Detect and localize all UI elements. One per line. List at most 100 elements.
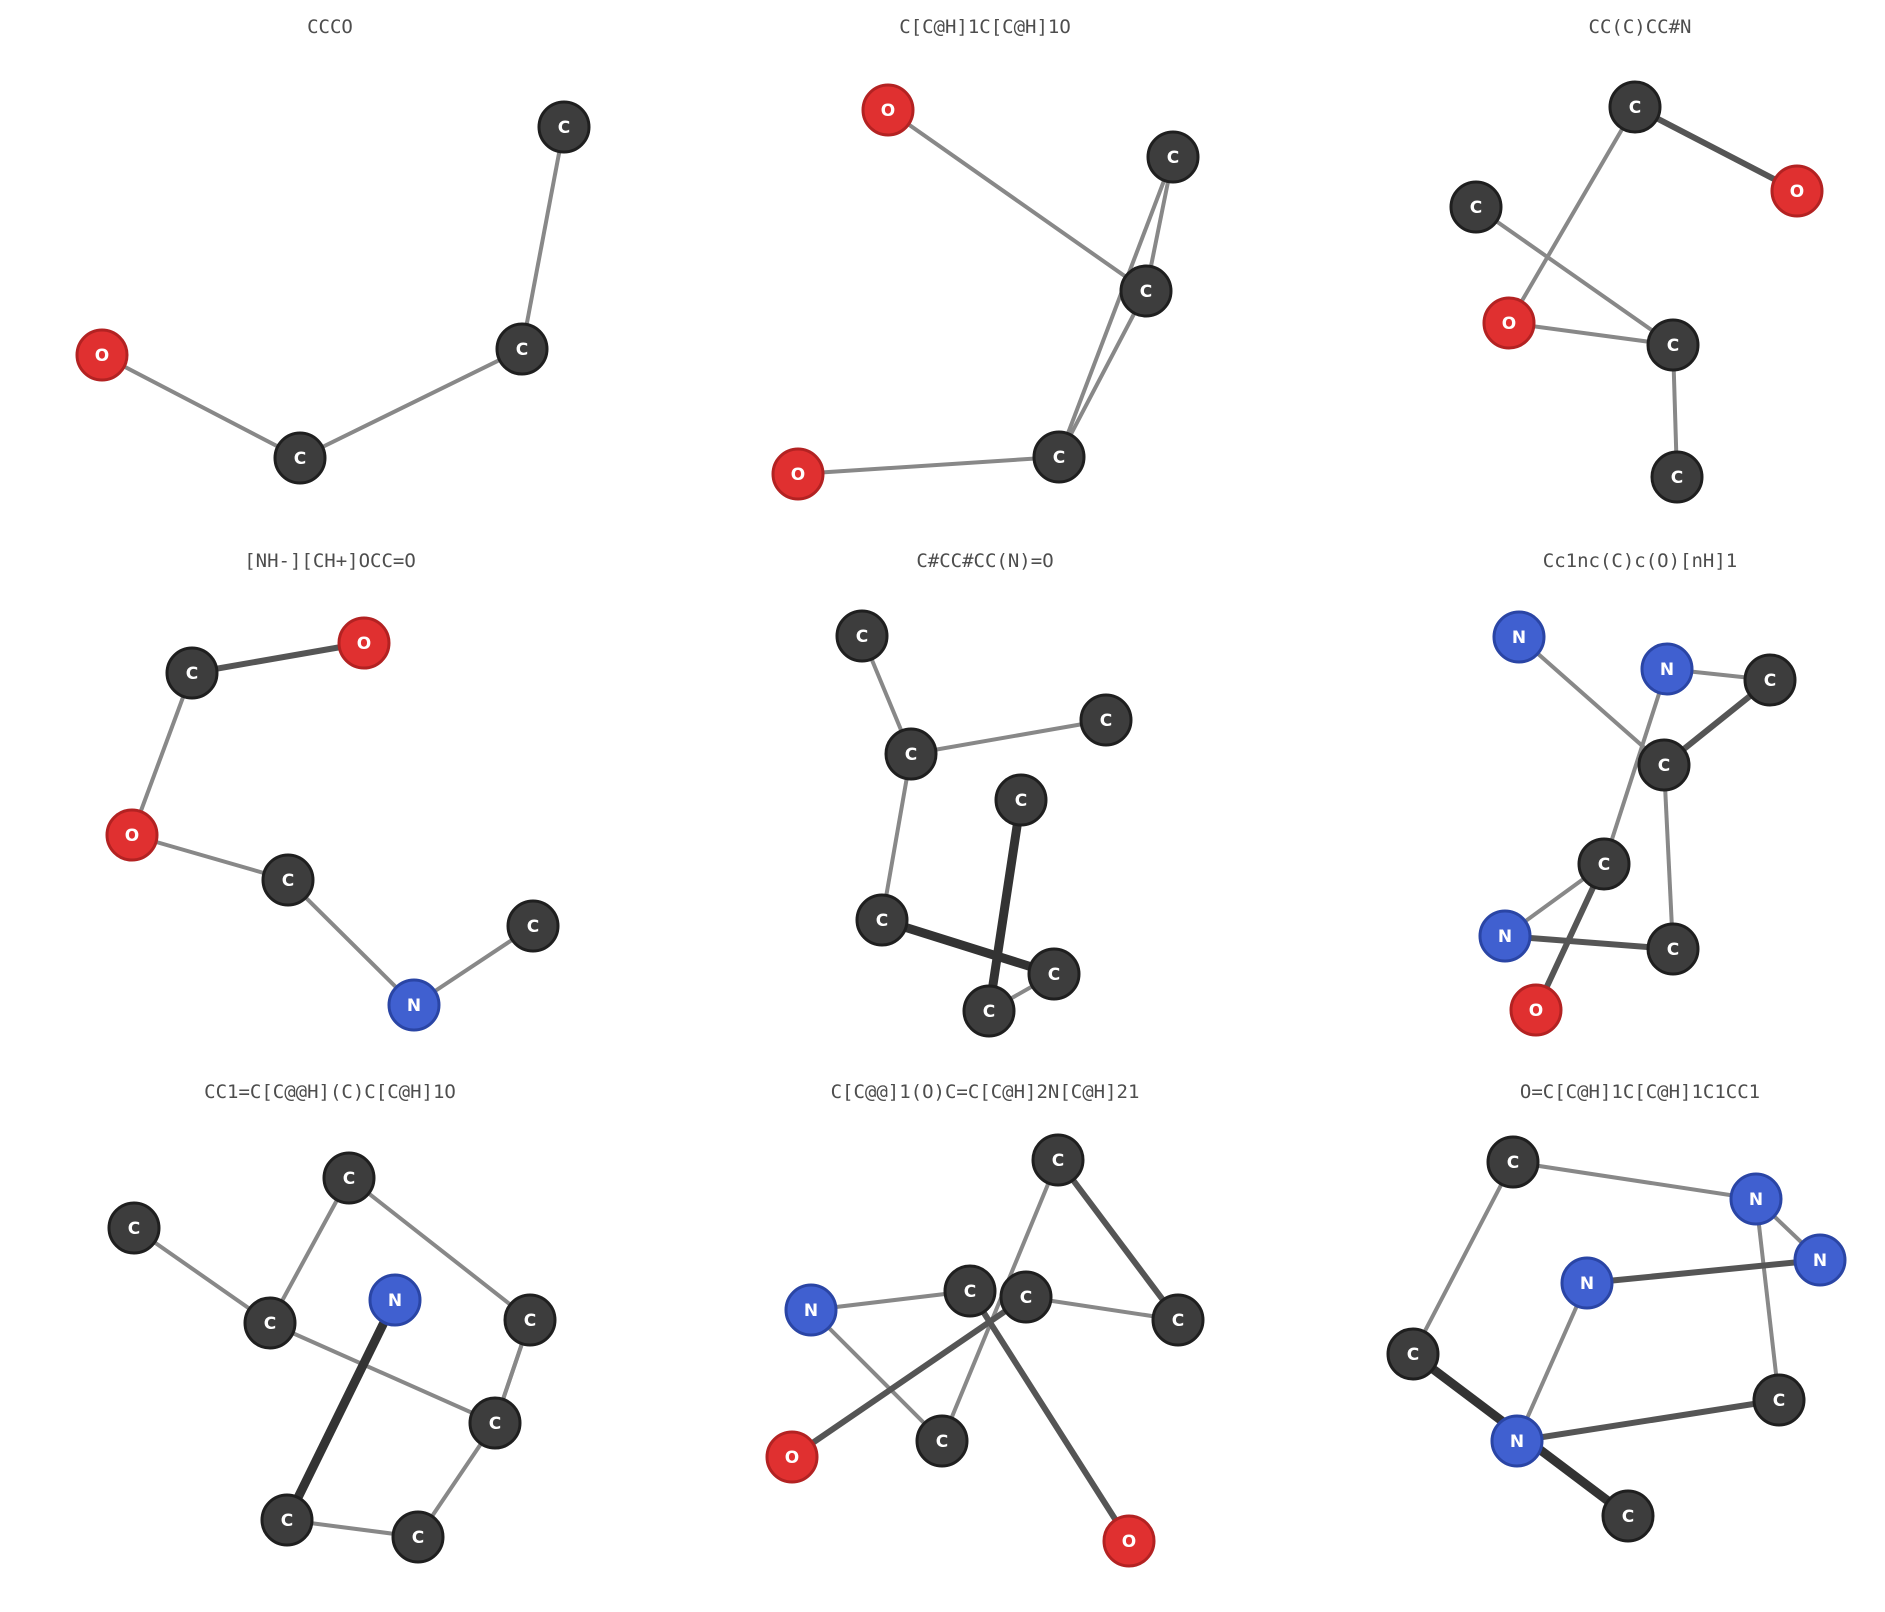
- bond-edge: [810, 1289, 971, 1312]
- bond-edge: [130, 672, 194, 836]
- atom-node-N: [368, 1273, 422, 1327]
- atom-label: C: [1671, 468, 1683, 488]
- panel-title-8: C[C@@]1(O)C=C[C@H]2N[C@H]21: [830, 1081, 1140, 1103]
- panel-title-9: O=C[C@H]1C[C@H]1C1CC1: [1519, 1081, 1761, 1103]
- atom-label: C: [936, 1432, 948, 1452]
- atom-node-O: [765, 1430, 819, 1484]
- atom-label: C: [1658, 756, 1670, 776]
- atom-node-C: [1032, 430, 1086, 484]
- bond-edge: [268, 1177, 351, 1324]
- atom-node-C: [322, 1151, 376, 1205]
- bond-edge: [1057, 290, 1148, 458]
- bond-edge: [790, 1294, 1028, 1460]
- atom-node-C: [1646, 318, 1700, 372]
- atom-label: N: [1749, 1190, 1763, 1210]
- atom-label: C: [527, 917, 539, 937]
- atom-node-O: [1482, 296, 1536, 350]
- atom-label: C: [1667, 940, 1679, 960]
- bond-edge: [1754, 1198, 1781, 1401]
- atom-node-C: [1027, 947, 1081, 1001]
- atom-label: C: [186, 664, 198, 684]
- bond-edge: [984, 799, 1026, 1012]
- atom-label: C: [558, 118, 570, 138]
- atom-node-C: [884, 727, 938, 781]
- atom-node-N: [1478, 909, 1532, 963]
- bond-edge: [1504, 933, 1674, 952]
- atom-node-C: [1650, 450, 1704, 504]
- atom-node-N: [784, 1283, 838, 1337]
- atom-label: N: [1580, 1274, 1594, 1294]
- bond-edge: [1411, 1161, 1515, 1355]
- atom-label: C: [1020, 1288, 1032, 1308]
- atom-node-C: [962, 984, 1016, 1038]
- atom-node-C: [468, 1396, 522, 1450]
- atom-label: N: [1660, 660, 1674, 680]
- bond-edge: [880, 753, 913, 921]
- atom-node-C: [503, 1293, 557, 1347]
- bond-edge: [1507, 105, 1637, 325]
- atom-label: C: [343, 1169, 355, 1189]
- bond-edge: [191, 640, 365, 676]
- atom-label: C: [964, 1282, 976, 1302]
- atom-label: O: [1502, 314, 1516, 334]
- bond-edge: [1508, 321, 1674, 347]
- atom-label: O: [785, 1448, 799, 1468]
- atom-label: O: [881, 101, 895, 121]
- atom-label: N: [1498, 927, 1512, 947]
- atom-label: C: [905, 745, 917, 765]
- atom-label: N: [1813, 1251, 1827, 1271]
- atom-label: O: [125, 826, 139, 846]
- bond-edge: [967, 1289, 1132, 1543]
- atom-label: C: [1507, 1153, 1519, 1173]
- bond-edge: [101, 353, 301, 460]
- atom-node-C: [537, 100, 591, 154]
- atom-node-C: [1637, 738, 1691, 792]
- atom-label: C: [876, 911, 888, 931]
- atom-node-C: [943, 1264, 997, 1318]
- bond-edge: [299, 347, 523, 460]
- atom-node-C: [855, 893, 909, 947]
- atom-label: C: [128, 1219, 140, 1239]
- atom-node-O: [75, 328, 129, 382]
- atom-label: C: [1622, 1507, 1634, 1527]
- atom-node-C: [915, 1414, 969, 1468]
- atom-label: N: [804, 1301, 818, 1321]
- atom-node-C: [1608, 80, 1662, 134]
- bond-edge: [797, 455, 1060, 476]
- atom-node-C: [107, 1201, 161, 1255]
- bond-edge: [347, 1176, 532, 1322]
- bond-edge: [1474, 205, 1675, 347]
- atom-label: C: [1167, 148, 1179, 168]
- bond-edge: [886, 108, 1148, 293]
- atom-node-C: [1079, 693, 1133, 747]
- atom-label: O: [1529, 1001, 1543, 1021]
- bond-edge: [282, 1298, 400, 1522]
- panel-title-4: [NH-][CH+]OCC=O: [244, 550, 416, 572]
- atom-label: C: [524, 1311, 536, 1331]
- atom-node-C: [1146, 130, 1200, 184]
- atom-label: C: [1407, 1345, 1419, 1365]
- panel-title-6: Cc1nc(C)c(O)[nH]1: [1542, 550, 1738, 572]
- atom-node-O: [861, 83, 915, 137]
- atom-node-C: [273, 431, 327, 485]
- atom-label: O: [95, 346, 109, 366]
- bond-edge: [1055, 1158, 1181, 1322]
- panel-title-5: C#CC#CC(N)=O: [916, 550, 1054, 572]
- atom-label: C: [516, 340, 528, 360]
- atom-node-O: [771, 447, 825, 501]
- atom-label: C: [983, 1002, 995, 1022]
- bond-edge: [1515, 1282, 1589, 1442]
- atom-node-C: [1646, 922, 1700, 976]
- atom-node-O: [105, 808, 159, 862]
- bond-edge: [1586, 1257, 1821, 1286]
- atom-node-O: [1102, 1514, 1156, 1568]
- atom-node-C: [1449, 180, 1503, 234]
- atom-node-C: [1577, 837, 1631, 891]
- panel-title-2: C[C@H]1C[C@H]1O: [899, 16, 1071, 38]
- atom-label: O: [1790, 182, 1804, 202]
